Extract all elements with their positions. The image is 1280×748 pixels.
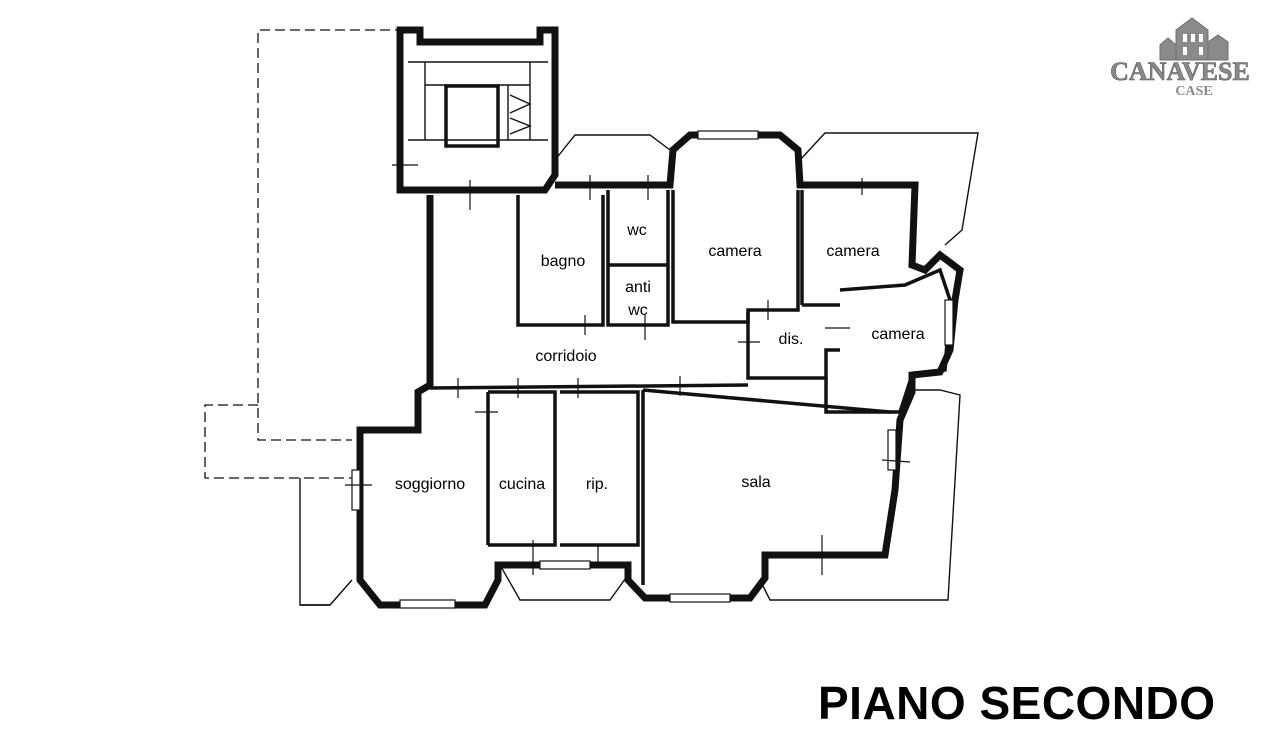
room-label-wc: wc bbox=[626, 222, 647, 239]
room-label-soggiorno: soggiorno bbox=[395, 476, 465, 493]
room-label-rip: rip. bbox=[586, 476, 608, 493]
room-label-camera-1: camera bbox=[708, 243, 761, 260]
floor-title: PIANO SECONDO bbox=[818, 677, 1216, 729]
window-marks bbox=[351, 130, 954, 609]
room-label-camera-2: camera bbox=[826, 243, 879, 260]
room-label-corridoio: corridoio bbox=[535, 348, 596, 365]
room-label-anti-wc: wc bbox=[627, 302, 648, 319]
room-label-cucina: cucina bbox=[499, 476, 545, 493]
logo-name: CANAVESE bbox=[1110, 57, 1250, 86]
terrace-outline bbox=[204, 29, 405, 479]
room-label-bagno: bagno bbox=[541, 253, 586, 270]
exterior-walls bbox=[356, 131, 964, 609]
room-label-sala: sala bbox=[741, 474, 770, 491]
logo-sub: CASE bbox=[1175, 84, 1212, 99]
interior-walls bbox=[429, 190, 952, 585]
canavese-case-logo: CANAVESE CASE bbox=[1110, 17, 1250, 99]
room-label-camera-3: camera bbox=[871, 326, 924, 343]
staircase bbox=[396, 26, 559, 194]
houses-icon bbox=[1159, 17, 1229, 61]
room-label-anti: anti bbox=[625, 279, 651, 296]
room-labels: wc bagno anti wc camera camera camera di… bbox=[395, 222, 925, 493]
door-marks bbox=[345, 164, 911, 575]
room-label-dis: dis. bbox=[779, 331, 804, 348]
balcony-outlines bbox=[299, 132, 979, 606]
